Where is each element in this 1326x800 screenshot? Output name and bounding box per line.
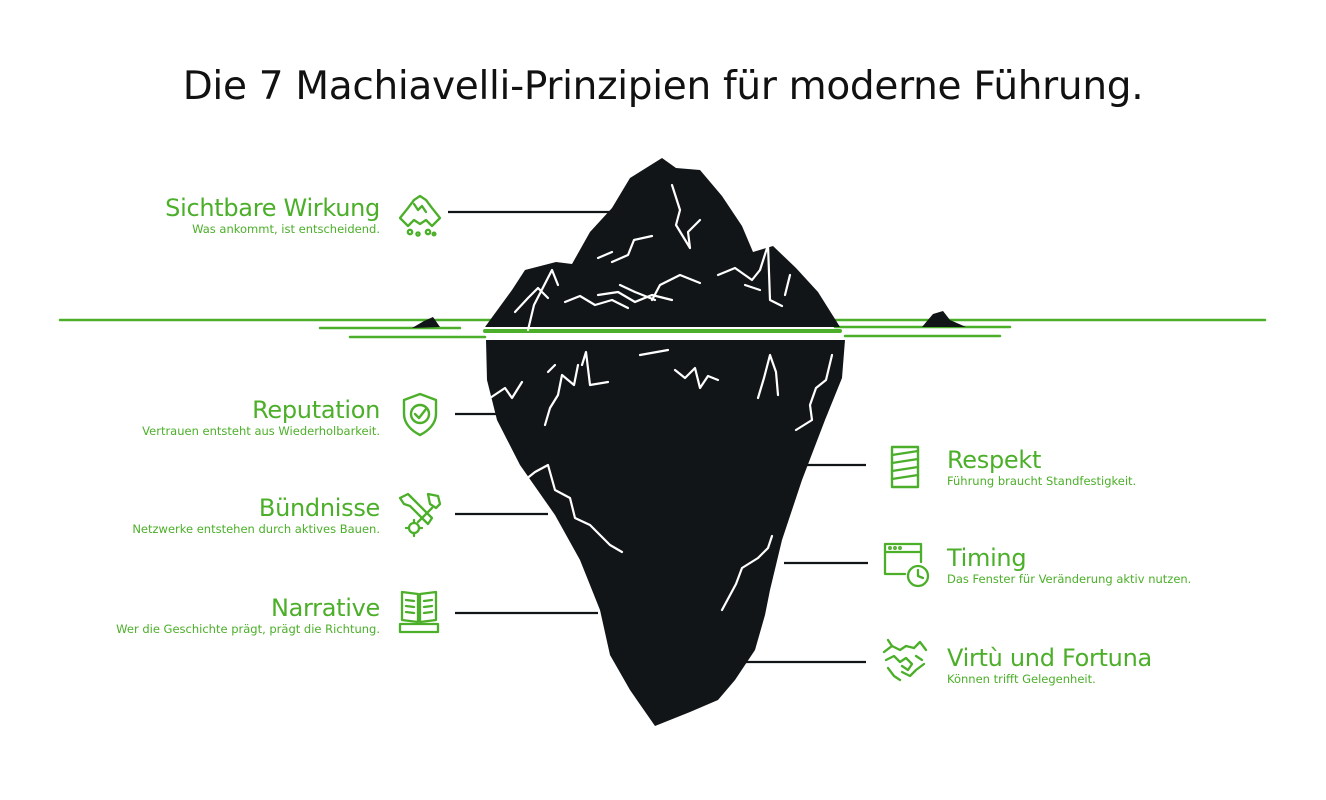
shield-check-icon	[402, 392, 438, 437]
page-title: Die 7 Machiavelli-Prinzipien für moderne…	[182, 64, 1144, 109]
principle-buendnisse: Bündnisse Netzwerke entstehen durch akti…	[132, 494, 380, 537]
principle-timing: Timing Das Fenster für Veränderung aktiv…	[947, 544, 1191, 587]
principle-name: Respekt	[947, 446, 1042, 474]
window-clock-icon	[883, 542, 930, 588]
iceberg-tip	[485, 158, 840, 327]
principle-name: Narrative	[270, 594, 380, 622]
volcano-icon	[398, 194, 442, 237]
iceberg-body	[486, 340, 845, 726]
connector-lines	[448, 210, 868, 664]
principle-description: Das Fenster für Veränderung aktiv nutzen…	[947, 572, 1192, 586]
principle-description: Vertrauen entsteht aus Wiederholbarkeit.	[142, 424, 380, 438]
principle-reputation: Reputation Vertrauen entsteht aus Wieder…	[142, 396, 380, 439]
principle-description: Was ankommt, ist entscheidend.	[192, 222, 380, 236]
small-rock-right	[922, 311, 966, 327]
principle-name: Bündnisse	[258, 494, 380, 522]
handshake-icon	[882, 638, 928, 682]
pillar-icon	[890, 445, 920, 489]
principle-virtu-und-fortuna: Virtù und Fortuna Können trifft Gelegenh…	[947, 644, 1152, 687]
principle-respekt: Respekt Führung braucht Standfestigkeit.	[947, 446, 1136, 489]
small-rock-left	[412, 317, 440, 328]
principle-description: Netzwerke entstehen durch aktives Bauen.	[132, 522, 380, 536]
principle-description: Wer die Geschichte prägt, prägt die Rich…	[116, 622, 380, 636]
principle-name: Sichtbare Wirkung	[165, 194, 380, 222]
principle-narrative: Narrative Wer die Geschichte prägt, präg…	[116, 594, 380, 637]
iceberg-cracks	[488, 183, 834, 612]
principle-name: Virtù und Fortuna	[947, 644, 1152, 672]
principle-sichtbare-wirkung: Sichtbare Wirkung Was ankommt, ist entsc…	[165, 194, 380, 237]
principle-description: Führung braucht Standfestigkeit.	[947, 474, 1137, 488]
principle-name: Reputation	[252, 396, 380, 424]
open-book-icon	[398, 590, 440, 634]
tools-icon	[398, 492, 442, 538]
principle-name: Timing	[947, 544, 1027, 572]
principle-description: Können trifft Gelegenheit.	[947, 672, 1096, 686]
